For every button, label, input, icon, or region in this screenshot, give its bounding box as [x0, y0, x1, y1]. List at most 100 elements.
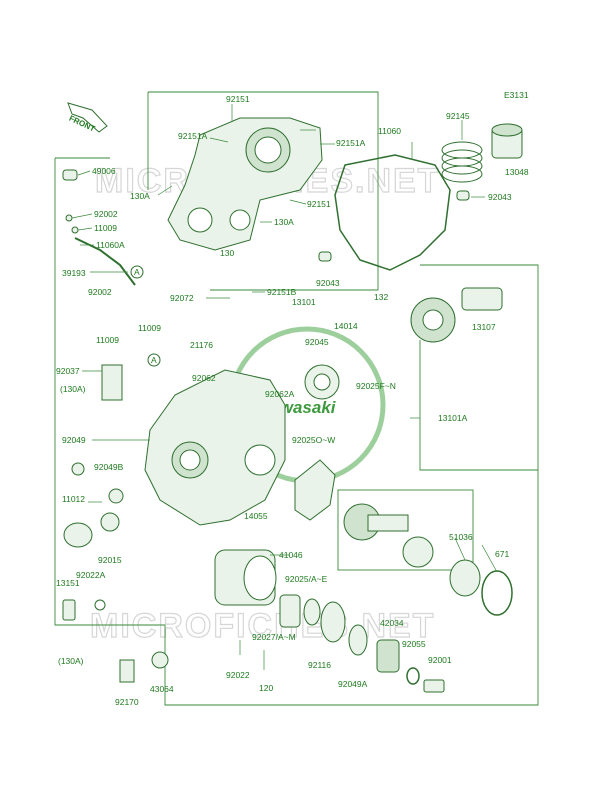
part-92151-mid: 92151 — [307, 199, 331, 209]
part-92151a-right: 92151A — [336, 138, 366, 148]
part-14014: 14014 — [334, 321, 358, 331]
callout-a-1: A — [134, 267, 140, 277]
breather-49006 — [62, 169, 78, 181]
shim-92025 — [303, 598, 321, 626]
part-130: 130 — [220, 248, 234, 258]
part-11009-b: 11009 — [138, 323, 161, 333]
main-group-frame — [54, 158, 539, 706]
part-92055: 92055 — [402, 639, 426, 649]
part-132: 132 — [374, 292, 388, 302]
callout-a-circle-2 — [147, 353, 161, 367]
part-92049: 92049 — [62, 435, 86, 445]
seal-92049A — [348, 624, 368, 656]
spring-92145 — [441, 141, 483, 183]
seal-51036 — [449, 559, 481, 597]
bearing-92116 — [320, 601, 346, 643]
part-92145: 92145 — [446, 111, 470, 121]
part-92049b: 92049B — [94, 462, 124, 472]
part-92002-b: 92002 — [88, 287, 112, 297]
part-11060a: 11060A — [96, 240, 125, 250]
dowel-92043-mid — [318, 251, 332, 262]
part-51036: 51036 — [449, 532, 473, 542]
part-130a-mid: 130A — [274, 217, 294, 227]
part-49006: 49006 — [92, 166, 116, 176]
part-13048: 13048 — [505, 167, 529, 177]
part-92025f-n: 92025F~N — [356, 381, 396, 391]
part-41046: 41046 — [279, 550, 303, 560]
coupling-42034 — [376, 639, 400, 673]
gear-case-body — [144, 369, 286, 526]
callout-a-circle-1 — [130, 265, 144, 279]
dowel-92043-top — [456, 190, 470, 201]
pinion-shaft-assy — [343, 503, 434, 568]
part-11060: 11060 — [378, 126, 401, 136]
part-92002-a: 92002 — [94, 209, 118, 219]
part-671: 671 — [495, 549, 509, 559]
bracket-92037 — [101, 364, 123, 401]
part-92151b: 92151B — [267, 287, 297, 297]
pinion-group-frame — [337, 489, 474, 571]
watermark-bottom: MICROFICHES.NET — [90, 607, 435, 645]
seal-92049B — [108, 488, 124, 504]
part-21176: 21176 — [190, 340, 213, 350]
part-92025o-w: 92025O~W — [292, 435, 335, 445]
part-13101a: 13101A — [438, 413, 468, 423]
cover-group-frame — [148, 91, 379, 291]
part-92072: 92072 — [170, 293, 194, 303]
part-92037: 92037 — [56, 366, 80, 376]
part-92022: 92022 — [226, 670, 250, 680]
part-11012: 11012 — [62, 494, 85, 504]
sensor-13151 — [62, 599, 76, 621]
callout-a-2: A — [151, 355, 157, 365]
hose-39193 — [74, 237, 136, 286]
part-130a-top: 130A — [130, 191, 150, 201]
front-arrow-icon: FRONT — [67, 102, 108, 134]
part-43064: 43064 — [150, 684, 174, 694]
part-13101: 13101 — [292, 297, 316, 307]
part-92043-top: 92043 — [488, 192, 512, 202]
part-92045: 92045 — [305, 337, 329, 347]
part-92170: 92170 — [115, 697, 139, 707]
part-14055: 14055 — [244, 511, 268, 521]
oring-92055 — [406, 667, 420, 685]
part-11009-c: 11009 — [96, 335, 119, 345]
part-92001: 92001 — [428, 655, 452, 665]
gear-13048 — [491, 123, 523, 159]
part-92049a: 92049A — [338, 679, 368, 689]
part-11009-a: 11009 — [94, 223, 117, 233]
diagram-code: E3131 — [504, 90, 529, 100]
plug-92001 — [423, 679, 445, 693]
part-92022a: 92022A — [76, 570, 106, 580]
part-92151: 92151 — [226, 94, 250, 104]
part-42034: 42034 — [380, 618, 404, 628]
bracket-92170 — [119, 659, 135, 683]
grommet-43064 — [151, 651, 169, 669]
seal-92015 — [100, 512, 120, 532]
part-39193: 39193 — [62, 268, 86, 278]
washer-92022A — [94, 599, 106, 611]
part-130a-left: (130A) — [60, 384, 86, 394]
part-92062a: 92062A — [265, 389, 295, 399]
ring-gear-13101 — [410, 297, 456, 343]
housing-41046 — [214, 549, 277, 606]
seal-92049 — [71, 462, 85, 476]
part-92116: 92116 — [308, 660, 331, 670]
gasket-11060 — [334, 154, 451, 271]
part-92062: 92062 — [192, 373, 216, 383]
collar-92027 — [279, 594, 301, 628]
part-92015: 92015 — [98, 555, 122, 565]
part-92151a-left: 92151A — [178, 131, 208, 141]
oring-671 — [481, 570, 513, 616]
part-130a-bottom: (130A) — [58, 656, 84, 666]
part-92027a-m: 92027/A~M — [252, 632, 296, 642]
part-120: 120 — [259, 683, 273, 693]
bearing-92045 — [304, 364, 340, 400]
part-92043-mid: 92043 — [316, 278, 340, 288]
cover-14055 — [294, 459, 336, 521]
part-92025a-e: 92025/A~E — [285, 574, 328, 584]
pinion-13107 — [461, 287, 503, 311]
part-13151: 13151 — [56, 578, 80, 588]
cap-11012 — [63, 522, 93, 548]
part-13107: 13107 — [472, 322, 496, 332]
